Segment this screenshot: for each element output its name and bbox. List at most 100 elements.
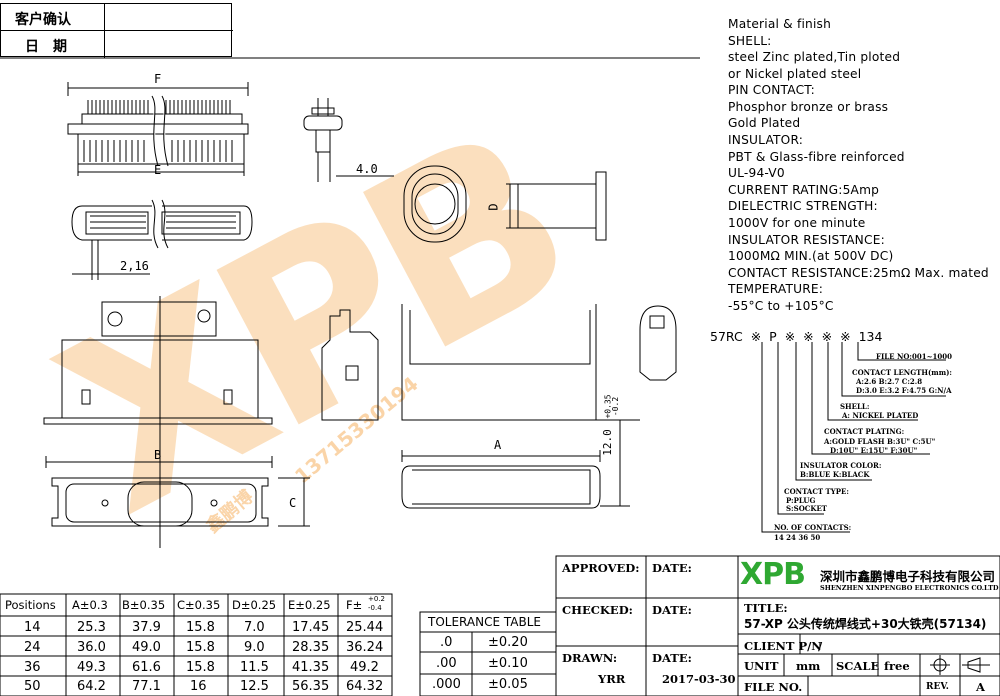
spec-line-16: TEMPERATURE:	[728, 282, 824, 296]
shell-side-view	[321, 309, 379, 421]
title-label: TITLE:	[744, 601, 788, 615]
top-view	[67, 82, 249, 176]
part-code-mark-1: P	[769, 329, 777, 344]
table-cell: 36.24	[346, 640, 384, 655]
part-code-mark-5: ※	[840, 329, 851, 344]
spec-line-17: -55°C to +105°C	[728, 299, 834, 313]
table-cell: 16	[190, 679, 207, 694]
table-cell: 7.0	[244, 620, 265, 635]
dim-f: F	[154, 72, 162, 86]
date-label-2: DATE:	[652, 603, 692, 617]
tolerance-table-grid	[419, 611, 557, 696]
table-cell: 49.2	[350, 660, 379, 675]
body-a-view	[401, 420, 630, 509]
tolerance-val-2: ±0.05	[488, 677, 528, 692]
table-cell: 49.3	[77, 660, 106, 675]
drawn-by-value: YRR	[598, 672, 626, 686]
positions-table-grid	[0, 593, 393, 696]
legend-6: CONTACT PLATING:	[824, 427, 905, 436]
table-header-f-tol-plus: +0.2	[368, 595, 385, 603]
spec-line-4: PIN CONTACT:	[728, 83, 815, 97]
legend-8: D:10U" E:15U" F:30U"	[830, 446, 918, 455]
bracket-view	[401, 304, 640, 421]
spec-line-2: steel Zinc plated,Tin ploted	[728, 50, 901, 64]
part-code-mark-4: ※	[821, 329, 833, 344]
table-header-f-tol-minus: -0.4	[368, 604, 382, 612]
table-cell: 36	[24, 660, 41, 675]
date-label-3: DATE:	[652, 651, 692, 665]
table-cell: 61.6	[132, 660, 161, 675]
dim-c: C	[289, 496, 297, 510]
legend-9: INSULATOR COLOR:	[800, 461, 882, 470]
spec-line-0: Material & finish	[728, 17, 832, 31]
legend-12: P:PLUG	[786, 496, 816, 505]
table-header-e: E±0.25	[288, 598, 331, 612]
table-cell: 15.8	[186, 640, 215, 655]
rev-value: A	[976, 680, 985, 694]
spec-line-5: Phosphor bronze or brass	[728, 100, 889, 114]
part-code-prefix: 57RC	[710, 329, 743, 344]
spec-line-15: CONTACT RESISTANCE:25mΩ Max. mated	[728, 266, 989, 280]
drawn-date-value: 2017-03-30	[662, 672, 736, 686]
legend-13: S:SOCKET	[786, 504, 827, 513]
tolerance-key-1: .00	[436, 656, 457, 671]
spec-line-6: Gold Plated	[728, 116, 801, 130]
legend-2: A:2.6 B:2.7 C:2.8	[856, 377, 923, 386]
tolerance-val-1: ±0.10	[488, 656, 528, 671]
part-code: 57RC ※ P ※ ※ ※ ※ 134	[710, 329, 882, 344]
part-code-leaders	[761, 342, 946, 533]
table-cell: 11.5	[240, 660, 269, 675]
company-name-en: SHENZHEN XINPENGBO ELECTRONICS CO.LTD	[820, 584, 999, 592]
table-cell: 37.9	[132, 620, 161, 635]
date-label-1: DATE:	[652, 561, 692, 575]
table-cell: 17.45	[292, 620, 330, 635]
dim-d: D	[486, 203, 501, 211]
company-name-cn: 深圳市鑫鹏博电子科技有限公司	[820, 569, 996, 584]
dim-tol-minus: -0.2	[611, 396, 621, 417]
projection-symbol	[930, 655, 990, 675]
table-cell: 25.3	[77, 620, 106, 635]
table-cell: 15.8	[186, 620, 215, 635]
spec-line-12: 1000V for one minute	[728, 216, 866, 230]
spec-line-8: PBT & Glass-fibre reinforced	[728, 150, 905, 164]
tolerance-key-2: .000	[432, 677, 461, 692]
spec-line-13: INSULATOR RESISTANCE:	[728, 233, 885, 247]
oval-view	[403, 165, 467, 243]
latch-view	[639, 305, 677, 381]
spec-line-10: CURRENT RATING:5Amp	[728, 183, 880, 197]
legend-14: NO. OF CONTACTS:	[774, 523, 852, 532]
table-cell: 36.0	[77, 640, 106, 655]
table-cell: 14	[24, 620, 41, 635]
drawn-label: DRAWN:	[562, 651, 618, 665]
part-code-mark-2: ※	[784, 329, 796, 344]
title-block-grid	[555, 555, 1000, 696]
table-header-a: A±0.3	[72, 598, 108, 612]
table-cell: 9.0	[244, 640, 265, 655]
tolerance-title: TOLERANCE TABLE	[428, 615, 541, 629]
dim-e: E	[154, 163, 162, 177]
table-header-b: B±0.35	[122, 598, 166, 612]
tolerance-key-0: .0	[440, 635, 453, 650]
dim-216: 2,16	[120, 259, 149, 273]
legend-10: B:BLUE K:BLACK	[800, 470, 870, 479]
legend-5: A: NICKEL PLATED	[842, 411, 919, 420]
date-label: 日 期	[25, 39, 67, 55]
file-no-label: FILE NO.	[744, 680, 803, 694]
legend-7: A:GOLD FLASH B:3U" C:5U"	[824, 437, 936, 446]
table-cell: 25.44	[346, 620, 384, 635]
title-value: 57-XP 公头传统焊线式+30大铁壳(57134)	[744, 617, 987, 631]
face-view	[71, 199, 253, 280]
shell-front-view	[43, 296, 310, 548]
table-cell: 28.35	[292, 640, 330, 655]
spec-line-9: UL-94-V0	[728, 166, 785, 180]
unit-value: mm	[796, 659, 821, 673]
part-code-mark-6: 134	[858, 329, 883, 344]
spec-line-11: DIELECTRIC STRENGTH:	[728, 199, 878, 213]
table-cell: 64.2	[77, 679, 106, 694]
dim-height: 12.0	[600, 429, 614, 456]
table-header-c: C±0.35	[177, 598, 221, 612]
legend-0: FILE NO:001~1000	[876, 352, 952, 361]
tolerance-val-0: ±0.20	[488, 635, 528, 650]
spec-line-1: SHELL:	[728, 34, 772, 48]
